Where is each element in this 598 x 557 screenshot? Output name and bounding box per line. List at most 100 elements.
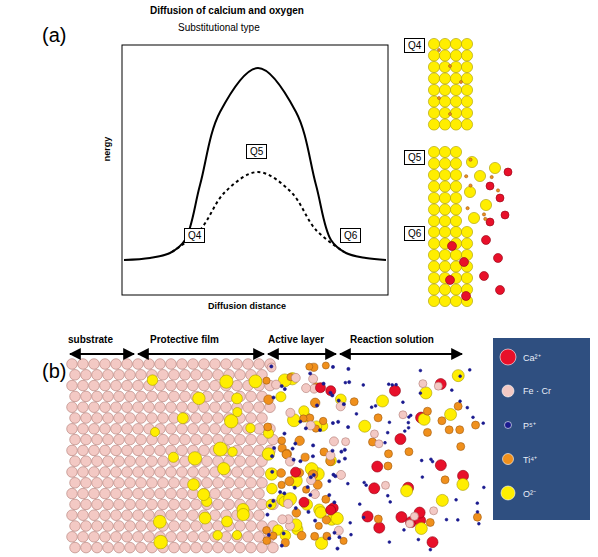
atom xyxy=(70,391,81,402)
atom xyxy=(133,380,144,391)
atom xyxy=(294,442,297,445)
atom xyxy=(395,434,406,445)
atom xyxy=(257,478,268,489)
atom xyxy=(428,295,439,306)
atom xyxy=(466,406,469,409)
atom xyxy=(415,522,427,534)
atom xyxy=(67,359,78,370)
atom xyxy=(349,521,352,524)
atom xyxy=(428,107,439,118)
atom xyxy=(125,391,136,402)
atom xyxy=(243,402,254,413)
layer-label: Active layer xyxy=(268,334,324,345)
atom xyxy=(419,392,422,395)
atom xyxy=(384,450,392,458)
atom xyxy=(103,456,114,467)
atom xyxy=(114,456,125,467)
atom xyxy=(70,434,81,445)
atom xyxy=(461,226,472,237)
atom xyxy=(100,467,111,478)
atom xyxy=(450,50,461,61)
atom xyxy=(428,284,439,295)
atom xyxy=(210,359,221,370)
atom xyxy=(403,529,406,532)
atom xyxy=(322,382,325,385)
atom xyxy=(114,434,125,445)
atom xyxy=(326,451,335,460)
atom xyxy=(477,522,480,525)
atom xyxy=(348,381,351,384)
atom xyxy=(370,406,373,409)
atom xyxy=(450,73,461,84)
atom xyxy=(264,395,274,405)
atom xyxy=(346,426,349,429)
atom xyxy=(333,531,336,534)
atom xyxy=(89,532,100,543)
atom xyxy=(450,181,461,192)
atom xyxy=(169,521,180,532)
atom xyxy=(166,424,177,435)
atom xyxy=(144,359,155,370)
atom xyxy=(271,455,274,458)
layer-arrows xyxy=(70,353,462,355)
state-box: Q5 xyxy=(246,144,267,159)
atom xyxy=(67,380,78,391)
atom xyxy=(158,413,169,424)
atom xyxy=(213,499,224,510)
atom xyxy=(210,488,221,499)
atom xyxy=(166,510,177,521)
atom xyxy=(92,391,103,402)
atom xyxy=(449,113,452,116)
atom xyxy=(188,380,199,391)
atom xyxy=(111,488,122,499)
atom xyxy=(265,468,277,480)
atom xyxy=(133,359,144,370)
atom xyxy=(254,510,265,521)
atom xyxy=(144,532,155,543)
atom xyxy=(103,478,114,489)
atom xyxy=(155,488,166,499)
atom xyxy=(450,158,461,169)
atom xyxy=(70,521,81,532)
atom xyxy=(323,532,331,540)
atom xyxy=(276,392,286,402)
atom xyxy=(461,73,472,84)
atom xyxy=(100,359,111,370)
atom xyxy=(133,532,144,543)
atom xyxy=(224,499,235,510)
atom xyxy=(92,413,103,424)
atom xyxy=(199,359,210,370)
atom xyxy=(188,510,199,521)
atom xyxy=(147,456,158,467)
atom xyxy=(235,478,246,489)
atom xyxy=(191,521,202,532)
atom xyxy=(450,119,461,130)
atom xyxy=(372,461,383,472)
atom xyxy=(199,512,211,524)
atom xyxy=(136,413,147,424)
atom xyxy=(177,467,188,478)
atom xyxy=(439,204,450,215)
atom xyxy=(461,272,472,283)
atom xyxy=(482,422,485,425)
atom xyxy=(496,286,505,295)
atom xyxy=(486,218,494,226)
legend-swatch xyxy=(499,484,517,502)
atom xyxy=(144,467,155,478)
atom xyxy=(81,391,92,402)
atom xyxy=(456,426,464,434)
atom xyxy=(246,423,255,432)
atom xyxy=(461,119,472,130)
atom xyxy=(221,359,232,370)
atom xyxy=(257,413,268,424)
atom xyxy=(450,169,461,180)
atom xyxy=(133,424,144,435)
atom xyxy=(78,445,89,456)
atom xyxy=(439,73,450,84)
atom xyxy=(122,510,133,521)
atom xyxy=(299,497,309,507)
atom xyxy=(328,493,331,496)
atom xyxy=(180,370,191,381)
atom xyxy=(312,444,315,447)
atom xyxy=(166,359,177,370)
